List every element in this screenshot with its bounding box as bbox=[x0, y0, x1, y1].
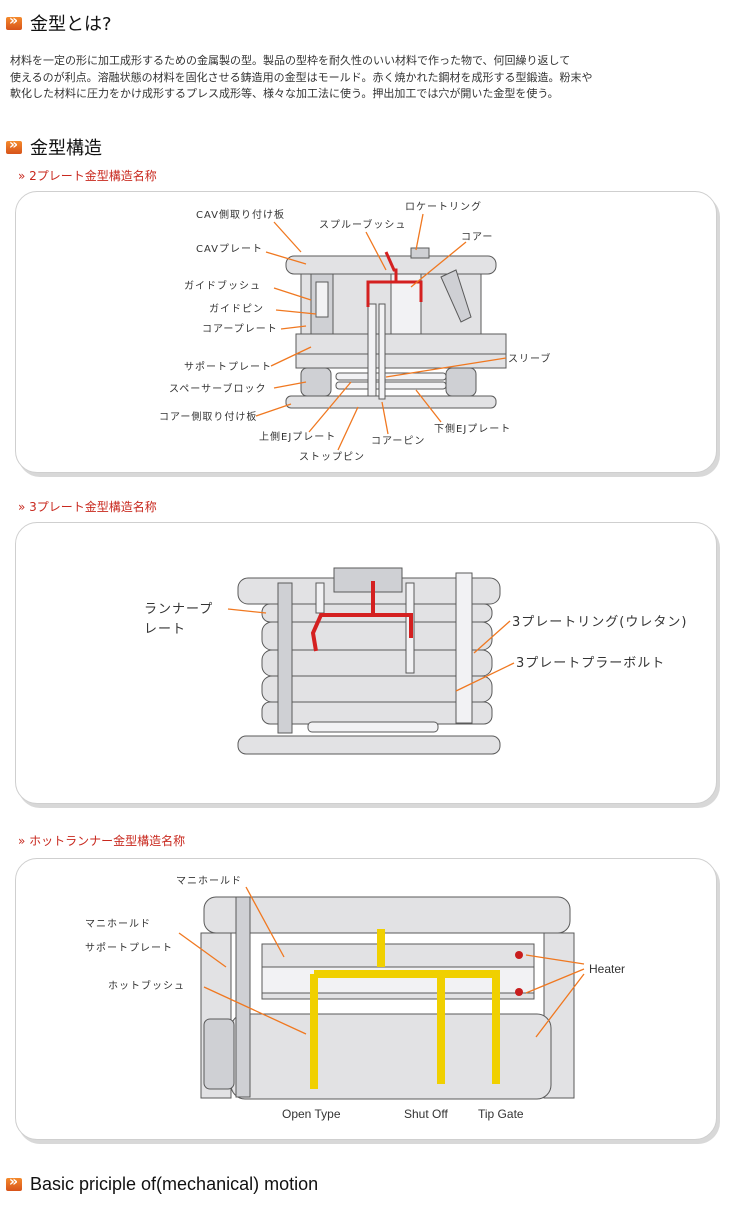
label-sleeve: スリーブ bbox=[508, 352, 551, 365]
leader-line bbox=[415, 389, 442, 423]
top-clamp-plate bbox=[203, 896, 571, 934]
section-title-text: 金型構造 bbox=[30, 138, 102, 159]
heater-dot bbox=[515, 988, 523, 996]
three-plate-diagram: ランナープ レート 3プレートリング(ウレタン) 3プレートプラーボルト bbox=[144, 567, 687, 755]
label-open-type: Open Type bbox=[282, 1107, 341, 1121]
leader-line bbox=[245, 886, 285, 958]
hot-runner-path bbox=[310, 929, 500, 1089]
core-block bbox=[390, 273, 422, 335]
label-core-plate: コアープレート bbox=[202, 323, 278, 335]
leader-line bbox=[273, 221, 302, 253]
intro-line: 材料を一定の形に加工成形するための金属製の型。製品の型枠を耐久性のいい材料で作っ… bbox=[10, 54, 571, 67]
core-mounting-plate bbox=[285, 395, 497, 409]
section-title-text: 金型とは? bbox=[30, 14, 112, 35]
angle-pin bbox=[440, 269, 472, 323]
leader-line bbox=[410, 241, 467, 288]
cavity-plate bbox=[230, 1013, 552, 1100]
label-cav-mount: CAV側取り付け板 bbox=[196, 208, 285, 221]
label-runner-plate-2: レート bbox=[144, 622, 186, 637]
label-support-plate: サポートプレート bbox=[184, 361, 272, 373]
leader-line bbox=[308, 381, 352, 433]
two-plate-diagram-panel: CAV側取り付け板 CAVプレート ガイドブッシュ ガイドピン コアープレート … bbox=[15, 191, 717, 473]
hot-runner-diagram-panel: マニホールド マニホールド サポートプレート ホットブッシュ Heater Op… bbox=[15, 858, 717, 1140]
double-chevron-icon bbox=[6, 13, 22, 30]
lower-ej-plate bbox=[335, 381, 447, 390]
leader-line bbox=[227, 608, 267, 614]
hot-runner-diagram: マニホールド マニホールド サポートプレート ホットブッシュ Heater Op… bbox=[85, 875, 625, 1121]
guide-pin bbox=[235, 896, 251, 1098]
label-cav-plate: CAVプレート bbox=[196, 243, 263, 255]
label-upper-ej: 上側EJプレート bbox=[259, 430, 336, 443]
label-shut-off: Shut Off bbox=[404, 1107, 448, 1121]
leader-line bbox=[265, 251, 307, 265]
leader-line bbox=[275, 309, 317, 315]
label-tip-gate: Tip Gate bbox=[478, 1107, 524, 1121]
locate-ring bbox=[333, 567, 403, 593]
label-locate-ring: ロケートリング bbox=[405, 200, 482, 213]
puller-bolt-shape bbox=[455, 572, 473, 724]
leader-line bbox=[178, 932, 227, 968]
intro-line: 軟化した材料に圧力をかけ成形するプレス成形等、様々な加工法に使う。押出加工では穴… bbox=[10, 87, 559, 100]
section-title-text: Basic priciple of(mechanical) motion bbox=[30, 1174, 319, 1194]
leader-line bbox=[455, 662, 515, 692]
leader-line bbox=[381, 401, 389, 435]
guide-pin-shape bbox=[315, 281, 329, 318]
puller-pin bbox=[315, 582, 325, 614]
label-ring: 3プレートリング(ウレタン) bbox=[512, 615, 687, 630]
label-core-mount: コアー側取り付け板 bbox=[159, 410, 257, 423]
label-heater: Heater bbox=[589, 962, 625, 976]
section-title-mold-structure: 金型構造 bbox=[6, 134, 102, 160]
label-puller-bolt: 3プレートプラーボルト bbox=[516, 656, 665, 671]
leader-line bbox=[385, 357, 507, 378]
label-stop-pin: ストップピン bbox=[299, 451, 365, 463]
core-plate-bar bbox=[295, 333, 507, 355]
label-manifold-support-1: マニホールド bbox=[85, 918, 151, 930]
guide-pin bbox=[277, 582, 293, 734]
label-runner-plate-1: ランナープ bbox=[144, 602, 213, 617]
leader-line bbox=[273, 381, 307, 389]
leader-line bbox=[273, 287, 312, 301]
spacer-block-right bbox=[445, 367, 477, 397]
ej-plate bbox=[307, 721, 439, 733]
resin-flow-path bbox=[366, 251, 423, 307]
two-plate-diagram: CAV側取り付け板 CAVプレート ガイドブッシュ ガイドピン コアープレート … bbox=[159, 200, 551, 463]
label-lower-ej: 下側EJプレート bbox=[434, 422, 511, 435]
sleeve-pin bbox=[367, 303, 377, 397]
resin-flow-path bbox=[310, 581, 413, 652]
subtitle-hot-runner: » ホットランナー金型構造名称 bbox=[18, 834, 186, 848]
label-core-pin: コアーピン bbox=[371, 435, 425, 447]
leader-line bbox=[255, 403, 292, 417]
section-title-what-is-mold: 金型とは? bbox=[6, 10, 112, 36]
label-manifold: マニホールド bbox=[176, 875, 242, 887]
locate-ring bbox=[410, 247, 430, 259]
label-sprue-bush: スプルーブッシュ bbox=[319, 218, 406, 231]
leader-line bbox=[415, 213, 424, 251]
leader-line bbox=[280, 325, 307, 330]
double-chevron-icon bbox=[6, 137, 22, 154]
label-core: コアー bbox=[461, 232, 493, 243]
leader-line bbox=[525, 954, 585, 1038]
double-chevron-icon bbox=[6, 1174, 22, 1191]
leader-line bbox=[337, 406, 359, 451]
label-hot-bush: ホットブッシュ bbox=[108, 979, 185, 992]
subtitle-two-plate: » 2プレート金型構造名称 bbox=[18, 169, 157, 183]
three-plate-diagram-panel: ランナープ レート 3プレートリング(ウレタン) 3プレートプラーボルト bbox=[15, 522, 717, 804]
intro-paragraph: 材料を一定の形に加工成形するための金属製の型。製品の型枠を耐久性のいい材料で作っ… bbox=[10, 53, 670, 103]
label-manifold-support-2: サポートプレート bbox=[85, 942, 173, 954]
leader-line bbox=[473, 620, 511, 654]
subtitle-three-plate: » 3プレート金型構造名称 bbox=[18, 500, 157, 514]
section-title-basic-principle: Basic priciple of(mechanical) motion bbox=[6, 1174, 318, 1195]
label-spacer-block: スペーサーブロック bbox=[169, 382, 267, 395]
bottom-clamp-plate bbox=[237, 735, 501, 755]
intro-line: 使えるのが利点。溶融状態の材料を固化させる鋳造用の金型はモールド。赤く焼かれた鋼… bbox=[10, 70, 593, 84]
heater-dot bbox=[515, 951, 523, 959]
leader-line bbox=[365, 231, 387, 271]
label-guide-pin: ガイドピン bbox=[209, 303, 264, 315]
label-guide-bush: ガイドブッシュ bbox=[184, 279, 261, 292]
left-block bbox=[203, 1018, 235, 1090]
core-pin-shape bbox=[378, 303, 386, 400]
leader-line bbox=[270, 346, 312, 367]
leader-line bbox=[203, 986, 307, 1035]
support-plate-bar bbox=[295, 353, 507, 369]
